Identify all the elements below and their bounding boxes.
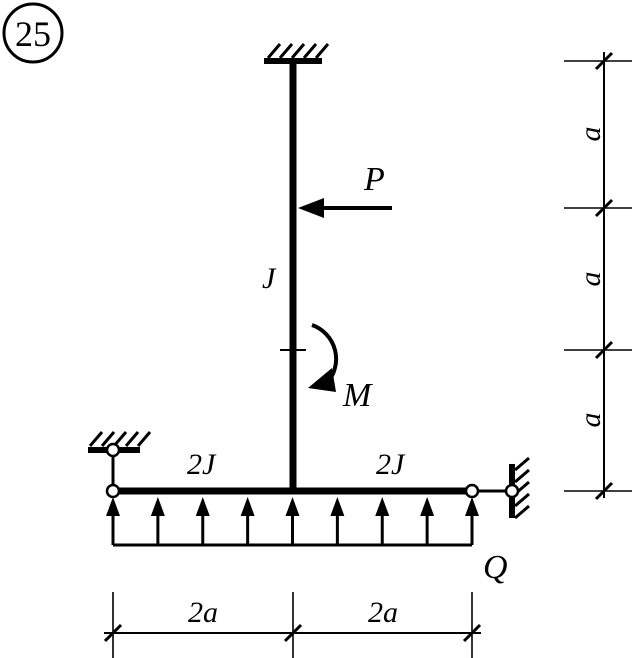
load-arrow-head [285, 497, 300, 516]
vertical-dimension-1: a [574, 127, 607, 142]
force-label: P [363, 161, 385, 198]
moment-label: M [342, 377, 373, 414]
moment-arrow [308, 323, 339, 392]
distributed-load-label: Q [483, 549, 508, 586]
column-stiffness-label: J [262, 262, 277, 295]
problem-number-badge: 25 [2, 2, 64, 64]
problem-number: 25 [15, 14, 51, 54]
load-arrow-head [420, 497, 435, 516]
horizontal-dimension-line [103, 592, 482, 658]
distributed-load-arrows [106, 497, 479, 545]
load-arrow-head [150, 497, 165, 516]
load-arrow-head [240, 497, 255, 516]
load-arrow-head [195, 497, 210, 516]
load-arrow-head [465, 497, 479, 516]
left-link-support [88, 431, 152, 499]
force-arrow [298, 198, 392, 218]
horizontal-dimension-2: 2a [368, 596, 398, 629]
distributed-load [106, 497, 479, 547]
beam-right-stiffness-label: 2J [376, 448, 406, 481]
top-fixed-support [264, 43, 330, 64]
load-arrow-head [106, 497, 120, 516]
vertical-dimension-line [564, 51, 632, 501]
right-link-support [464, 456, 530, 520]
beam-left-stiffness-label: 2J [187, 448, 217, 481]
load-arrow-head [375, 497, 390, 516]
vertical-dimension-3: a [574, 413, 607, 428]
load-arrow-head [330, 497, 345, 516]
vertical-dimension-2: a [574, 272, 607, 287]
horizontal-dimension-1: 2a [188, 596, 218, 629]
